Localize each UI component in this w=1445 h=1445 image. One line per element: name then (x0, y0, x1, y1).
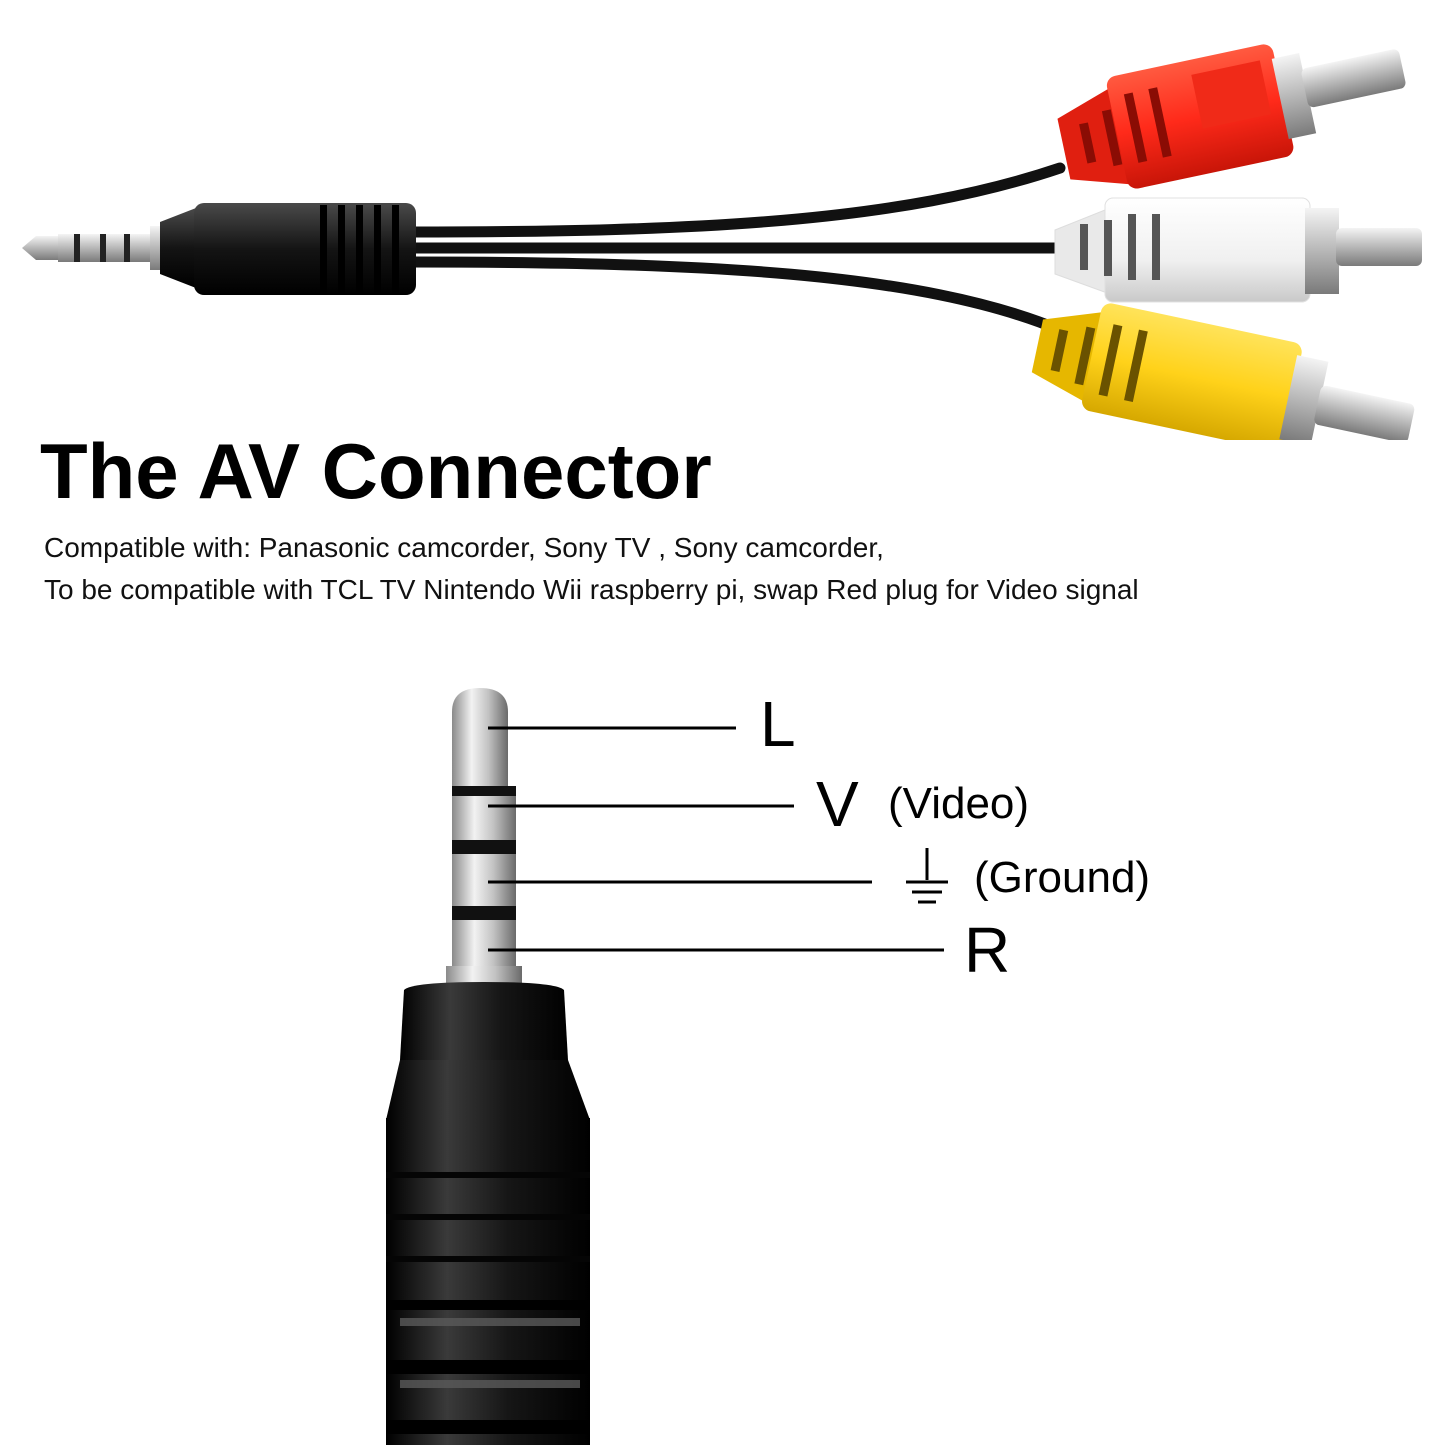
pin-label-v: V (816, 768, 859, 840)
pin-label-r: R (964, 914, 1011, 986)
pin-label-l: L (760, 688, 796, 760)
jack-plug-horizontal (22, 203, 416, 295)
rca-plug-red (1057, 44, 1406, 189)
rca-plug-yellow (1031, 303, 1415, 440)
page-title: The AV Connector (40, 427, 712, 515)
rca-plug-white (1054, 197, 1422, 303)
pin-desc-video: (Video) (888, 779, 1030, 828)
pin-leader-lines (488, 726, 944, 952)
compatibility-line-1: Compatible with: Panasonic camcorder, So… (44, 532, 884, 563)
cable-wires (404, 162, 1076, 336)
av-cable-illustration (22, 44, 1422, 440)
compatibility-line-2: To be compatible with TCL TV Nintendo Wi… (44, 574, 1139, 605)
ground-icon (906, 848, 948, 904)
pin-desc-ground: (Ground) (974, 853, 1151, 902)
jack-plug-vertical (386, 688, 590, 1445)
